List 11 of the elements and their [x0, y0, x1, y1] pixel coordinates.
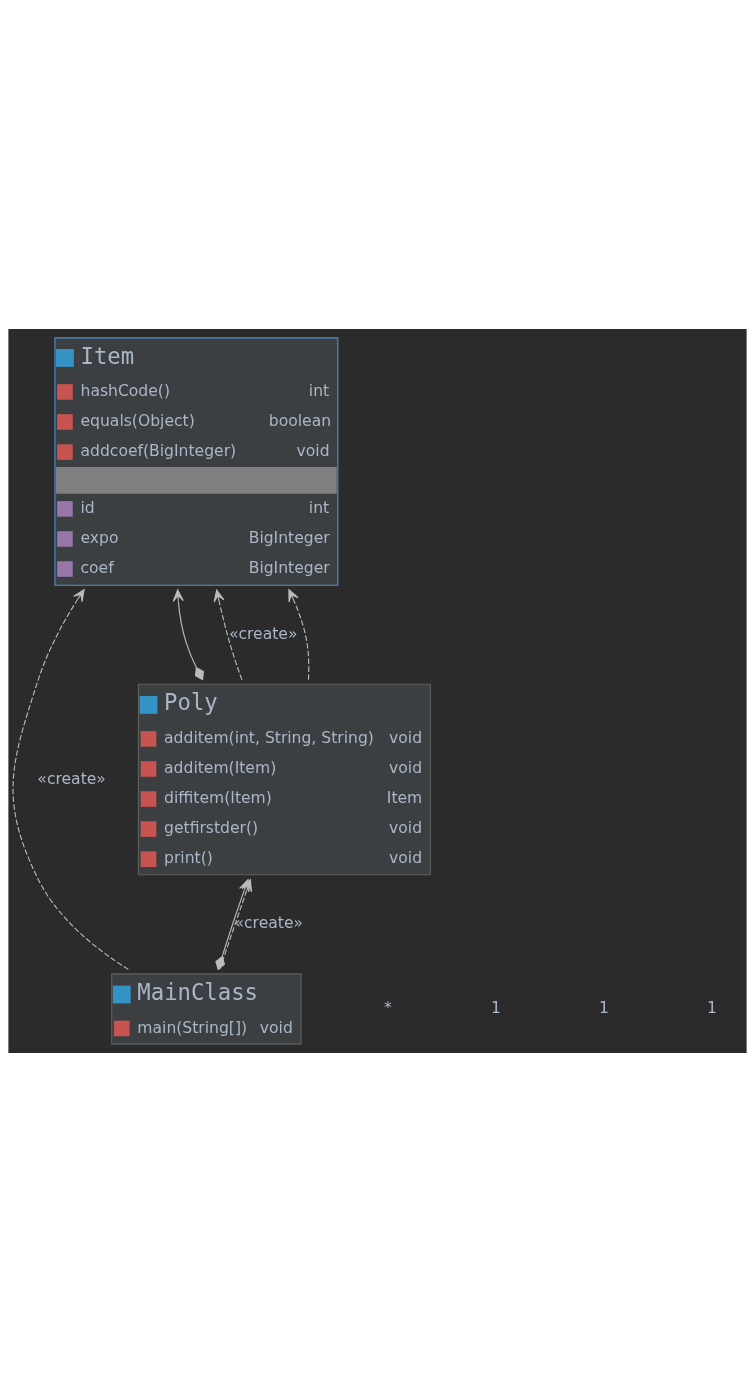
arrow	[213, 589, 243, 681]
edge-label: «create»	[228, 624, 298, 643]
arrow	[12, 589, 129, 970]
label: 1	[599, 999, 610, 1018]
arrow	[172, 589, 205, 681]
label: 1	[707, 999, 718, 1018]
edge-label: «create»	[234, 914, 304, 933]
arrow	[288, 589, 310, 681]
label: *	[384, 999, 392, 1018]
label: 1	[491, 999, 501, 1018]
edge-label: «create»	[37, 769, 106, 788]
